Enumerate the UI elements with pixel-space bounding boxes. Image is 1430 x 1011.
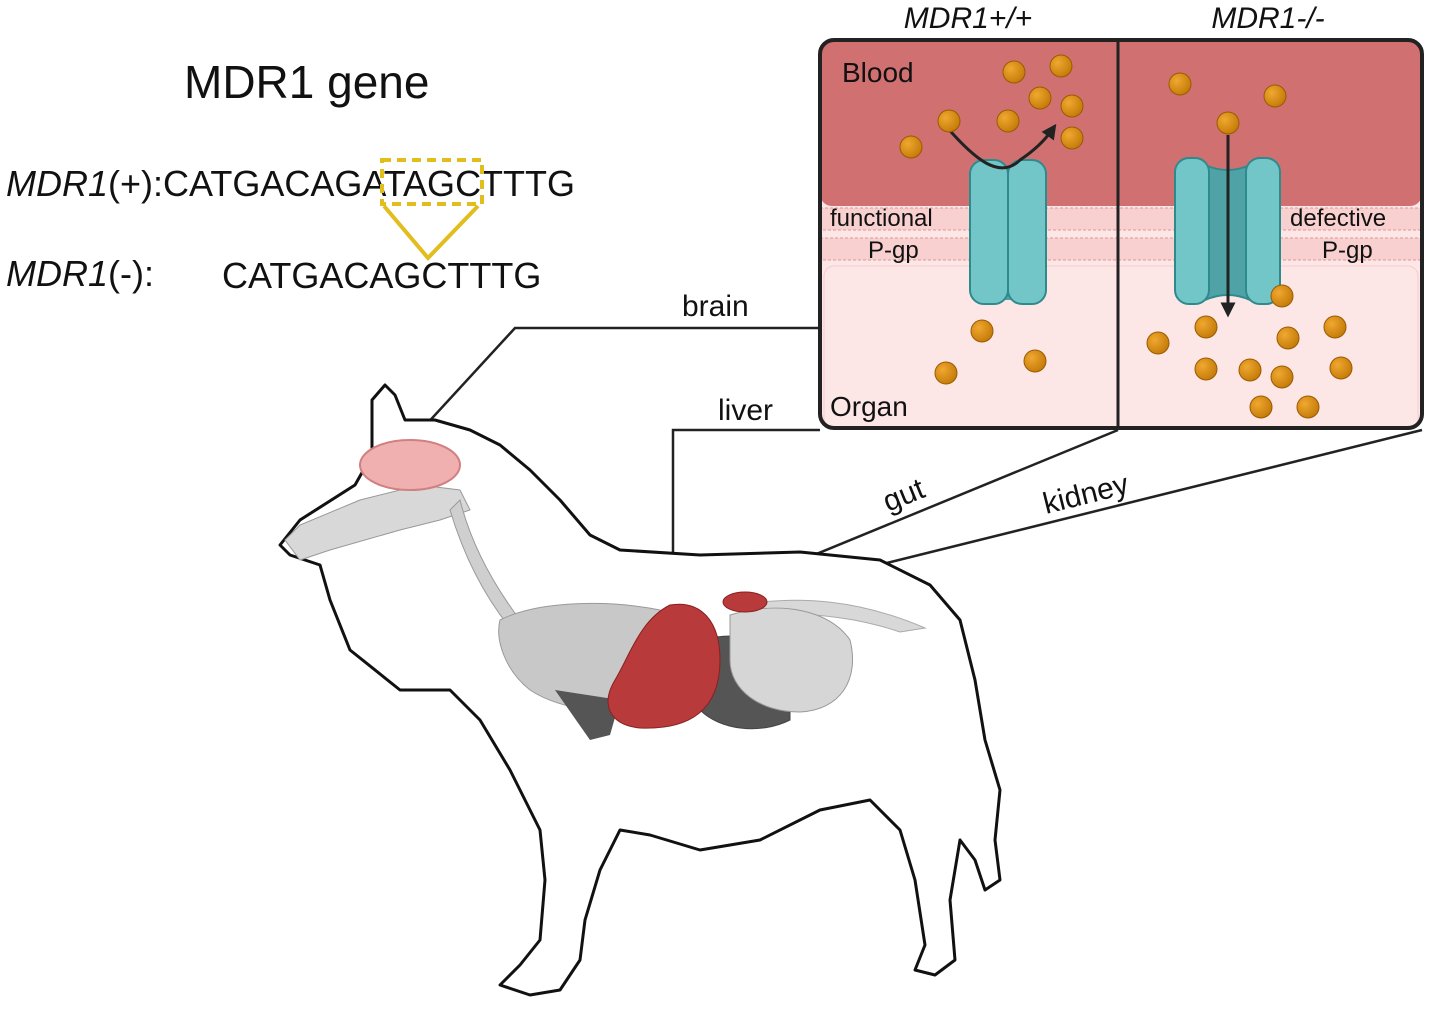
panel-left-title: MDR1+/+: [904, 2, 1032, 35]
drug-molecule-icon: [1023, 349, 1047, 373]
mutant-seq: CATGACAGCTTTG: [222, 255, 541, 296]
drug-molecule-icon: [1296, 395, 1320, 419]
drug-molecule-icon: [1329, 356, 1353, 380]
drug-molecule-icon: [970, 319, 994, 343]
wildtype-label: MDR1: [6, 163, 108, 204]
defective-label: defective: [1290, 205, 1386, 232]
deletion-box: [380, 158, 484, 206]
brain-label: brain: [682, 290, 749, 323]
organ-label: Organ: [830, 391, 908, 422]
wildtype-suffix: (+):: [108, 163, 163, 204]
drug-molecule-icon: [1216, 111, 1240, 135]
mutant-label: MDR1: [6, 253, 108, 294]
drug-molecule-icon: [1049, 54, 1073, 78]
mutant-suffix: (-):: [108, 253, 154, 294]
drug-molecule-icon: [1028, 86, 1052, 110]
brain-callout-line: [411, 326, 820, 441]
deletion-indicator: [382, 204, 480, 261]
panel-border: [818, 38, 1424, 430]
drug-molecule-icon: [937, 109, 961, 133]
blood-label: Blood: [842, 57, 914, 88]
drug-molecule-icon: [899, 135, 923, 159]
kidney-icon: [722, 591, 768, 613]
drug-molecule-icon: [1238, 358, 1262, 382]
drug-molecule-icon: [1002, 60, 1026, 84]
functional-pgp-channel: [969, 159, 1047, 305]
drug-molecule-icon: [996, 109, 1020, 133]
liver-icon: [607, 603, 721, 729]
drug-molecule-icon: [1060, 94, 1084, 118]
drug-molecule-icon: [1276, 326, 1300, 350]
skull-icon: [284, 484, 471, 561]
drug-molecule-icon: [1263, 84, 1287, 108]
drug-molecule-icon: [1194, 357, 1218, 381]
drug-molecules: [899, 54, 1353, 419]
wildtype-row: MDR1(+):CATGACAGATAGCTTTG: [6, 163, 575, 204]
drug-molecule-icon: [1060, 126, 1084, 150]
gene-title: MDR1 gene: [184, 56, 429, 108]
panel-right-title: MDR1-/-: [1211, 2, 1324, 35]
wildtype-seq-after: CTTTG: [455, 163, 575, 204]
liver-label: liver: [718, 394, 773, 427]
wildtype-seq-deleted: ATAG: [362, 163, 455, 204]
drug-molecule-icon: [1146, 331, 1170, 355]
drug-molecule-icon: [1194, 315, 1218, 339]
drug-molecule-icon: [1323, 315, 1347, 339]
functional-label: functional: [830, 205, 933, 232]
drug-molecule-icon: [1249, 395, 1273, 419]
drug-molecule-icon: [1270, 365, 1294, 389]
drug-molecule-icon: [1270, 284, 1294, 308]
efflux-arrow: [943, 123, 1057, 170]
liver-callout-line: [671, 428, 820, 610]
defective-pgp-channel: [1174, 157, 1281, 305]
mutant-row: MDR1(-):: [6, 253, 154, 294]
organ-region: [823, 265, 1419, 428]
functional-pgp-label: P-gp: [868, 237, 919, 264]
drug-molecule-icon: [934, 361, 958, 385]
wildtype-seq-before: CATGACAG: [163, 163, 362, 204]
drug-molecule-icon: [1168, 72, 1192, 96]
heart-icon: [555, 690, 620, 740]
gut-icon: [729, 607, 854, 713]
defective-pgp-label: P-gp: [1322, 237, 1373, 264]
brain-icon: [359, 439, 461, 491]
